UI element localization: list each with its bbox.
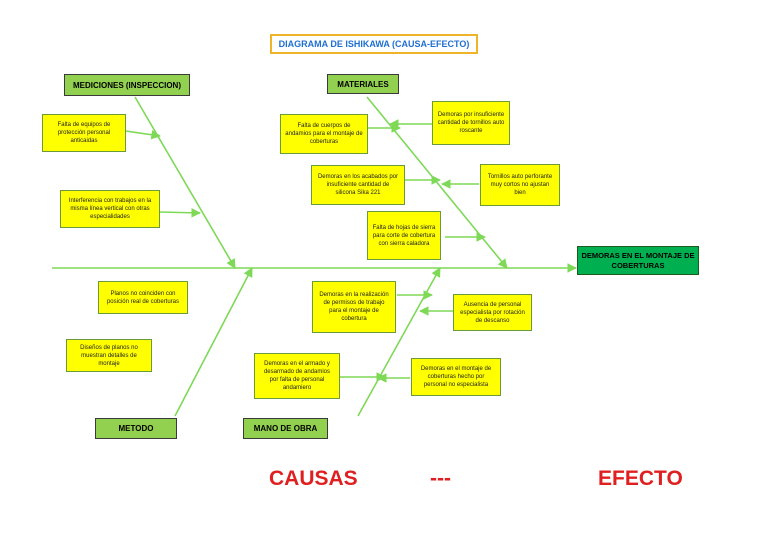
cause-mano-de-obra-3: Demoras en el armado y desarmado de anda… bbox=[254, 353, 340, 399]
cause-metodo-2: Diseños de planos no muestran detalles d… bbox=[66, 339, 152, 372]
footer-causas: CAUSAS bbox=[269, 467, 358, 490]
category-materiales: MATERIALES bbox=[327, 74, 399, 94]
cause-mediciones-2: Interferencia con trabajos en la misma l… bbox=[60, 190, 160, 228]
cause-mediciones-1: Falta de equipos de protección personal … bbox=[42, 114, 126, 152]
bone-metodo bbox=[174, 267, 253, 417]
cause-mano-de-obra-2: Ausencia de personal especialista por ro… bbox=[453, 294, 532, 331]
cause-materiales-2: Demoras por insuficiente cantidad de tor… bbox=[432, 101, 510, 145]
cause-materiales-5: Falta de hojas de sierra para corte de c… bbox=[367, 211, 441, 260]
cause-metodo-1: Planos no coinciden con posición real de… bbox=[98, 281, 188, 314]
cause-mano-de-obra-4: Demoras en el montaje de coberturas hech… bbox=[411, 358, 501, 396]
category-mediciones: MEDICIONES (INSPECCION) bbox=[64, 74, 190, 96]
footer-efecto: EFECTO bbox=[598, 467, 683, 490]
cause-mano-de-obra-1: Demoras en la realización de permisos de… bbox=[312, 281, 396, 333]
footer-separator: --- bbox=[430, 467, 451, 490]
diagram-title: DIAGRAMA DE ISHIKAWA (CAUSA-EFECTO) bbox=[270, 34, 478, 54]
category-metodo: METODO bbox=[95, 418, 177, 439]
category-mano-de-obra: MANO DE OBRA bbox=[243, 418, 328, 439]
cause-materiales-1: Falta de cuerpos de andamios para el mon… bbox=[280, 114, 368, 154]
effect-box: DEMORAS EN EL MONTAJE DE COBERTURAS bbox=[577, 246, 699, 275]
cause-materiales-4: Tornillos auto perforante muy cortos no … bbox=[480, 164, 560, 206]
bone-mediciones bbox=[134, 96, 236, 269]
cause-materiales-3: Demoras en los acabados por insuficiente… bbox=[311, 165, 405, 205]
